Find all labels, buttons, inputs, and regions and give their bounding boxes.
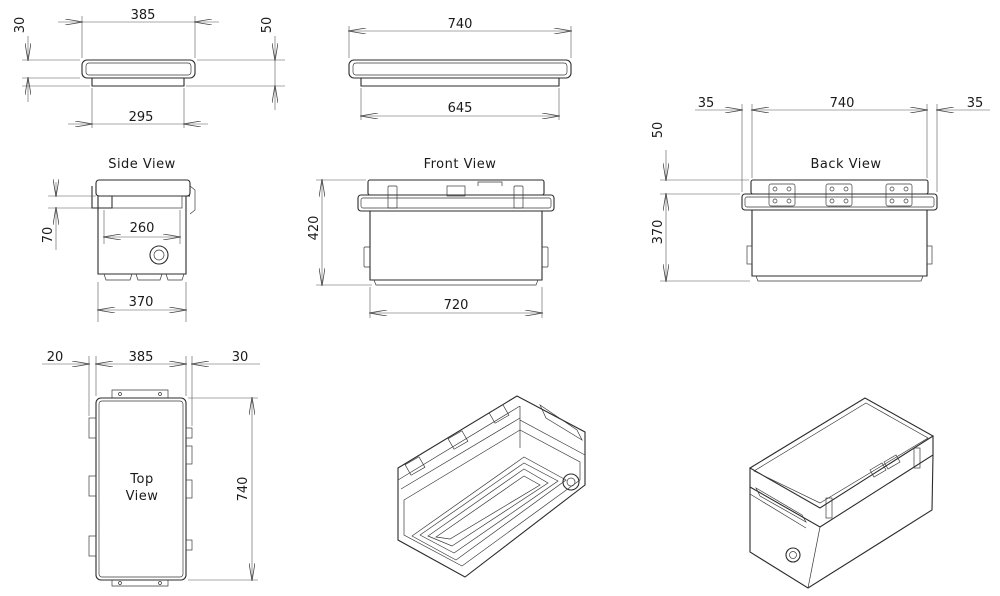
dim-side-inner: 260 [130, 221, 155, 236]
back-view [660, 104, 990, 281]
top-view [42, 356, 260, 587]
lid-side-view [22, 16, 285, 128]
iso-top-view [748, 397, 935, 589]
dim-back-body: 370 [651, 220, 666, 245]
dim-back-right: 35 [967, 96, 984, 111]
dim-back-left: 35 [698, 96, 715, 111]
side-view-label: Side View [108, 157, 176, 172]
top-view-label-line1: Top [129, 472, 153, 487]
front-view [316, 180, 555, 318]
dim-back-lid: 50 [651, 122, 666, 139]
back-view-label: Back View [810, 157, 881, 172]
dim-front-height: 420 [307, 216, 322, 241]
dim-front-base: 720 [444, 298, 469, 313]
dim-lid-side-inner: 295 [129, 110, 154, 125]
dim-top-left: 20 [47, 350, 64, 365]
top-view-label-line2: View [126, 489, 159, 504]
dim-side-base: 370 [129, 295, 154, 310]
dim-lid-side-total: 50 [260, 17, 275, 34]
lid-front-view [349, 26, 571, 120]
dim-lid-front-width: 740 [448, 17, 473, 32]
dim-top-right: 30 [232, 350, 249, 365]
dim-side-handle: 70 [41, 227, 56, 244]
iso-bottom-view [397, 395, 586, 578]
dim-lid-side-height: 30 [13, 17, 28, 34]
dim-lid-front-inner: 645 [448, 101, 473, 116]
dim-top-length: 740 [236, 477, 251, 502]
dim-back-width: 740 [830, 96, 855, 111]
dim-top-width: 385 [129, 350, 154, 365]
dim-lid-side-width: 385 [131, 8, 156, 23]
side-view [48, 180, 196, 322]
front-view-label: Front View [424, 157, 497, 172]
